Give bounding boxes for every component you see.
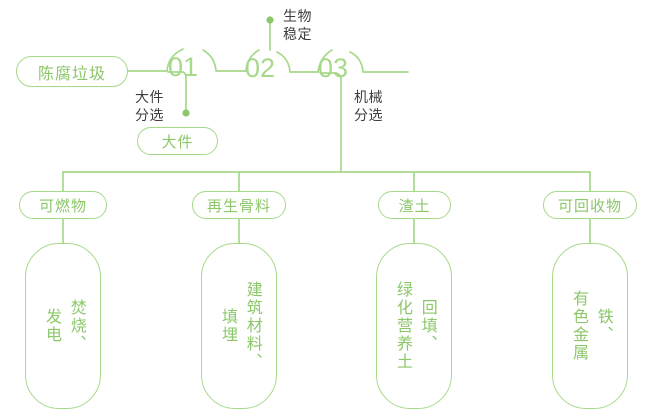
output-destination-1: 焚烧、 发电 <box>25 243 101 409</box>
output-category-2-label: 再生骨料 <box>206 197 271 215</box>
step-number-01: 01 <box>168 52 199 82</box>
wire-step01-right-arc <box>202 49 247 72</box>
wire-step02-right-arc <box>276 51 319 73</box>
step-note-03: 机械 分选 <box>354 89 383 124</box>
output-destination-4-line-1: 铁、 <box>594 308 612 344</box>
output-destination-2-line-2: 填埋 <box>219 308 236 344</box>
side-output-node: 大件 <box>137 127 218 155</box>
output-destination-3-line-1: 回填、 <box>418 299 436 353</box>
output-destination-3-line-2: 绿化营养土 <box>394 281 411 371</box>
step-note-01-line-2: 分选 <box>135 106 164 123</box>
step-note-02-line-2: 稳定 <box>283 25 312 42</box>
output-destination-2-text: 建筑材料、 填埋 <box>214 281 264 371</box>
wire-step03-right-arc <box>349 51 409 73</box>
output-destination-4-text: 铁、 有色金属 <box>565 290 615 362</box>
source-node-label: 陈腐垃圾 <box>37 65 106 83</box>
output-destination-1-line-2: 发电 <box>43 308 60 344</box>
output-destination-1-text: 焚烧、 发电 <box>38 299 88 353</box>
wire-step01-branch-stem <box>167 71 187 113</box>
output-category-1: 可燃物 <box>19 191 107 219</box>
step01-branch-dot <box>182 109 190 117</box>
output-destination-2-line-1: 建筑材料、 <box>243 281 261 371</box>
output-destination-2: 建筑材料、 填埋 <box>201 243 277 409</box>
source-node: 陈腐垃圾 <box>16 56 128 87</box>
output-category-4-label: 可回收物 <box>557 197 622 215</box>
wire-step03-trunk <box>319 72 342 173</box>
output-category-1-label: 可燃物 <box>38 197 87 215</box>
side-output-label: 大件 <box>161 133 194 151</box>
step-note-02: 生物 稳定 <box>283 8 312 43</box>
output-destination-4-line-2: 有色金属 <box>570 290 587 362</box>
step02-branch-dot <box>266 16 274 24</box>
output-category-3-label: 渣土 <box>398 197 431 215</box>
step-note-03-line-1: 机械 <box>354 89 383 105</box>
wire-step02-left-arc <box>245 49 260 72</box>
output-destination-3: 回填、 绿化营养土 <box>376 243 452 409</box>
output-category-4: 可回收物 <box>543 191 637 219</box>
output-destination-3-text: 回填、 绿化营养土 <box>389 281 439 371</box>
wire-step01-left-arc <box>166 48 184 72</box>
output-destination-4: 铁、 有色金属 <box>552 243 628 409</box>
step-number-02: 02 <box>245 53 276 83</box>
step-note-01-line-1: 大件 <box>135 89 164 105</box>
wire-step03-left-arc <box>317 49 333 73</box>
step-number-03: 03 <box>318 53 349 83</box>
output-category-3: 渣土 <box>378 191 451 219</box>
step-note-01: 大件 分选 <box>135 89 164 124</box>
output-destination-1-line-1: 焚烧、 <box>67 299 85 353</box>
step-note-03-line-2: 分选 <box>354 106 383 123</box>
step-note-02-line-1: 生物 <box>283 8 312 24</box>
output-category-2: 再生骨料 <box>192 191 286 219</box>
